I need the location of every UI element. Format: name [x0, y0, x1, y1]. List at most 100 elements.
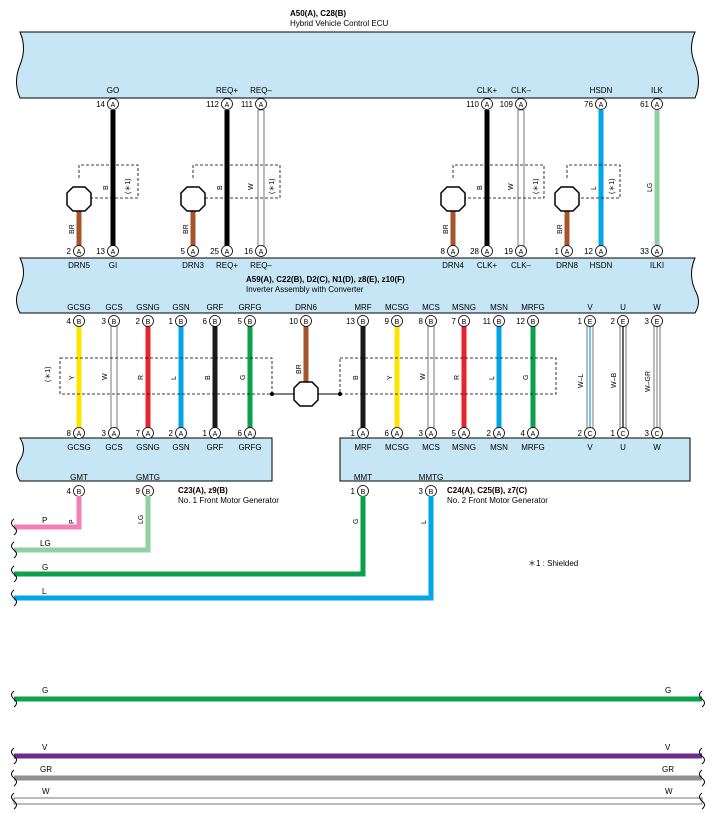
svg-text:A: A [111, 102, 116, 109]
svg-text:B: B [497, 319, 502, 326]
svg-text:28: 28 [470, 247, 479, 256]
pin-drn8: 1 A DRN8 [555, 245, 578, 270]
svg-text:14: 14 [96, 100, 105, 109]
svg-text:13: 13 [346, 317, 355, 326]
svg-text:B: B [213, 319, 218, 326]
wire-color-label: L [171, 376, 178, 380]
ecu-title: A50(A), C28(B) [290, 9, 346, 18]
wire-color-label: LG [647, 183, 654, 192]
svg-text:MMT: MMT [354, 473, 372, 482]
svg-text:B: B [429, 319, 434, 326]
svg-text:2: 2 [67, 247, 72, 256]
svg-text:A: A [112, 431, 117, 438]
svg-text:G: G [665, 686, 671, 695]
wire-color-label: BR [69, 224, 76, 234]
svg-text:12: 12 [584, 247, 593, 256]
svg-text:CLK+: CLK+ [477, 261, 498, 270]
svg-text:GRFG: GRFG [238, 303, 261, 312]
svg-text:B: B [361, 319, 366, 326]
shield-mark: (＊1) [533, 178, 540, 194]
svg-text:MCS: MCS [422, 303, 440, 312]
wire-clk-minus [517, 109, 525, 247]
svg-text:3: 3 [102, 317, 107, 326]
svg-text:2: 2 [487, 429, 492, 438]
svg-text:A: A [655, 102, 660, 109]
svg-text:8: 8 [441, 247, 446, 256]
svg-text:A: A [462, 431, 467, 438]
svg-text:12: 12 [516, 317, 525, 326]
svg-text:E: E [588, 319, 593, 326]
pin-hsdn-inv: 12 A HSDN [584, 245, 613, 270]
svg-text:A: A [565, 249, 570, 256]
wire-color-label: W–GR [645, 371, 652, 392]
wire-w-through [13, 797, 703, 805]
svg-text:GMT: GMT [70, 473, 88, 482]
svg-text:2: 2 [136, 317, 141, 326]
svg-text:25: 25 [210, 247, 219, 256]
svg-text:A: A [179, 431, 184, 438]
pin-ilki: 33 A ILKI [640, 245, 664, 270]
shield-mark: (＊1) [125, 178, 132, 194]
svg-text:C: C [654, 431, 659, 438]
svg-text:A: A [599, 249, 604, 256]
svg-text:GO: GO [107, 86, 119, 95]
svg-text:HSDN: HSDN [590, 86, 613, 95]
svg-text:6: 6 [203, 317, 208, 326]
svg-text:MSNG: MSNG [452, 443, 476, 452]
svg-text:HSDN: HSDN [590, 261, 613, 270]
svg-text:GR: GR [662, 765, 674, 774]
pin-clk-plus: CLK+ 110 A [466, 86, 497, 110]
svg-text:V: V [587, 303, 593, 312]
svg-text:CLK–: CLK– [511, 261, 532, 270]
svg-text:A: A [531, 431, 536, 438]
wire-color-label: W [248, 183, 255, 190]
wire-mcs [427, 325, 435, 429]
wire-color-label: L [42, 587, 47, 596]
shield-note: ＊1 : Shielded [528, 559, 578, 568]
svg-text:V: V [665, 743, 671, 752]
svg-text:ILKI: ILKI [650, 261, 664, 270]
ecu-block: A50(A), C28(B) Hybrid Vehicle Control EC… [16, 9, 699, 99]
mg1-block: C23(A), z9(B) No. 1 Front Motor Generato… [16, 437, 279, 505]
pin-req-minus: REQ– 111 A [241, 86, 272, 110]
pin-clk-minus: CLK– 109 A [500, 86, 532, 110]
svg-text:B: B [395, 319, 400, 326]
svg-text:REQ–: REQ– [250, 86, 272, 95]
svg-text:REQ–: REQ– [250, 261, 272, 270]
svg-text:11: 11 [483, 317, 492, 326]
wire-mmtg [14, 496, 434, 601]
svg-text:U: U [620, 303, 626, 312]
ecu-pins: GO 14 A REQ+ 112 A REQ– 111 A CLK+ 110 A… [96, 86, 664, 110]
svg-text:MCSG: MCSG [385, 303, 409, 312]
svg-text:ILK: ILK [651, 86, 664, 95]
wire-color-label: B [217, 185, 224, 190]
wire-color-label: B [477, 185, 484, 190]
wire-color-label: BR [443, 224, 450, 234]
svg-text:W: W [665, 787, 673, 796]
svg-text:DRN3: DRN3 [182, 261, 204, 270]
svg-text:3: 3 [102, 429, 107, 438]
svg-text:MRF: MRF [354, 443, 371, 452]
wire-gcs [110, 325, 118, 429]
svg-text:3: 3 [419, 487, 424, 496]
svg-text:1: 1 [169, 317, 174, 326]
mg2-block: C24(A), C25(B), z7(C) No. 2 Front Motor … [339, 437, 691, 505]
wire-color-label: BR [183, 224, 190, 234]
svg-text:1: 1 [351, 487, 356, 496]
wire-color-label: B [103, 185, 110, 190]
